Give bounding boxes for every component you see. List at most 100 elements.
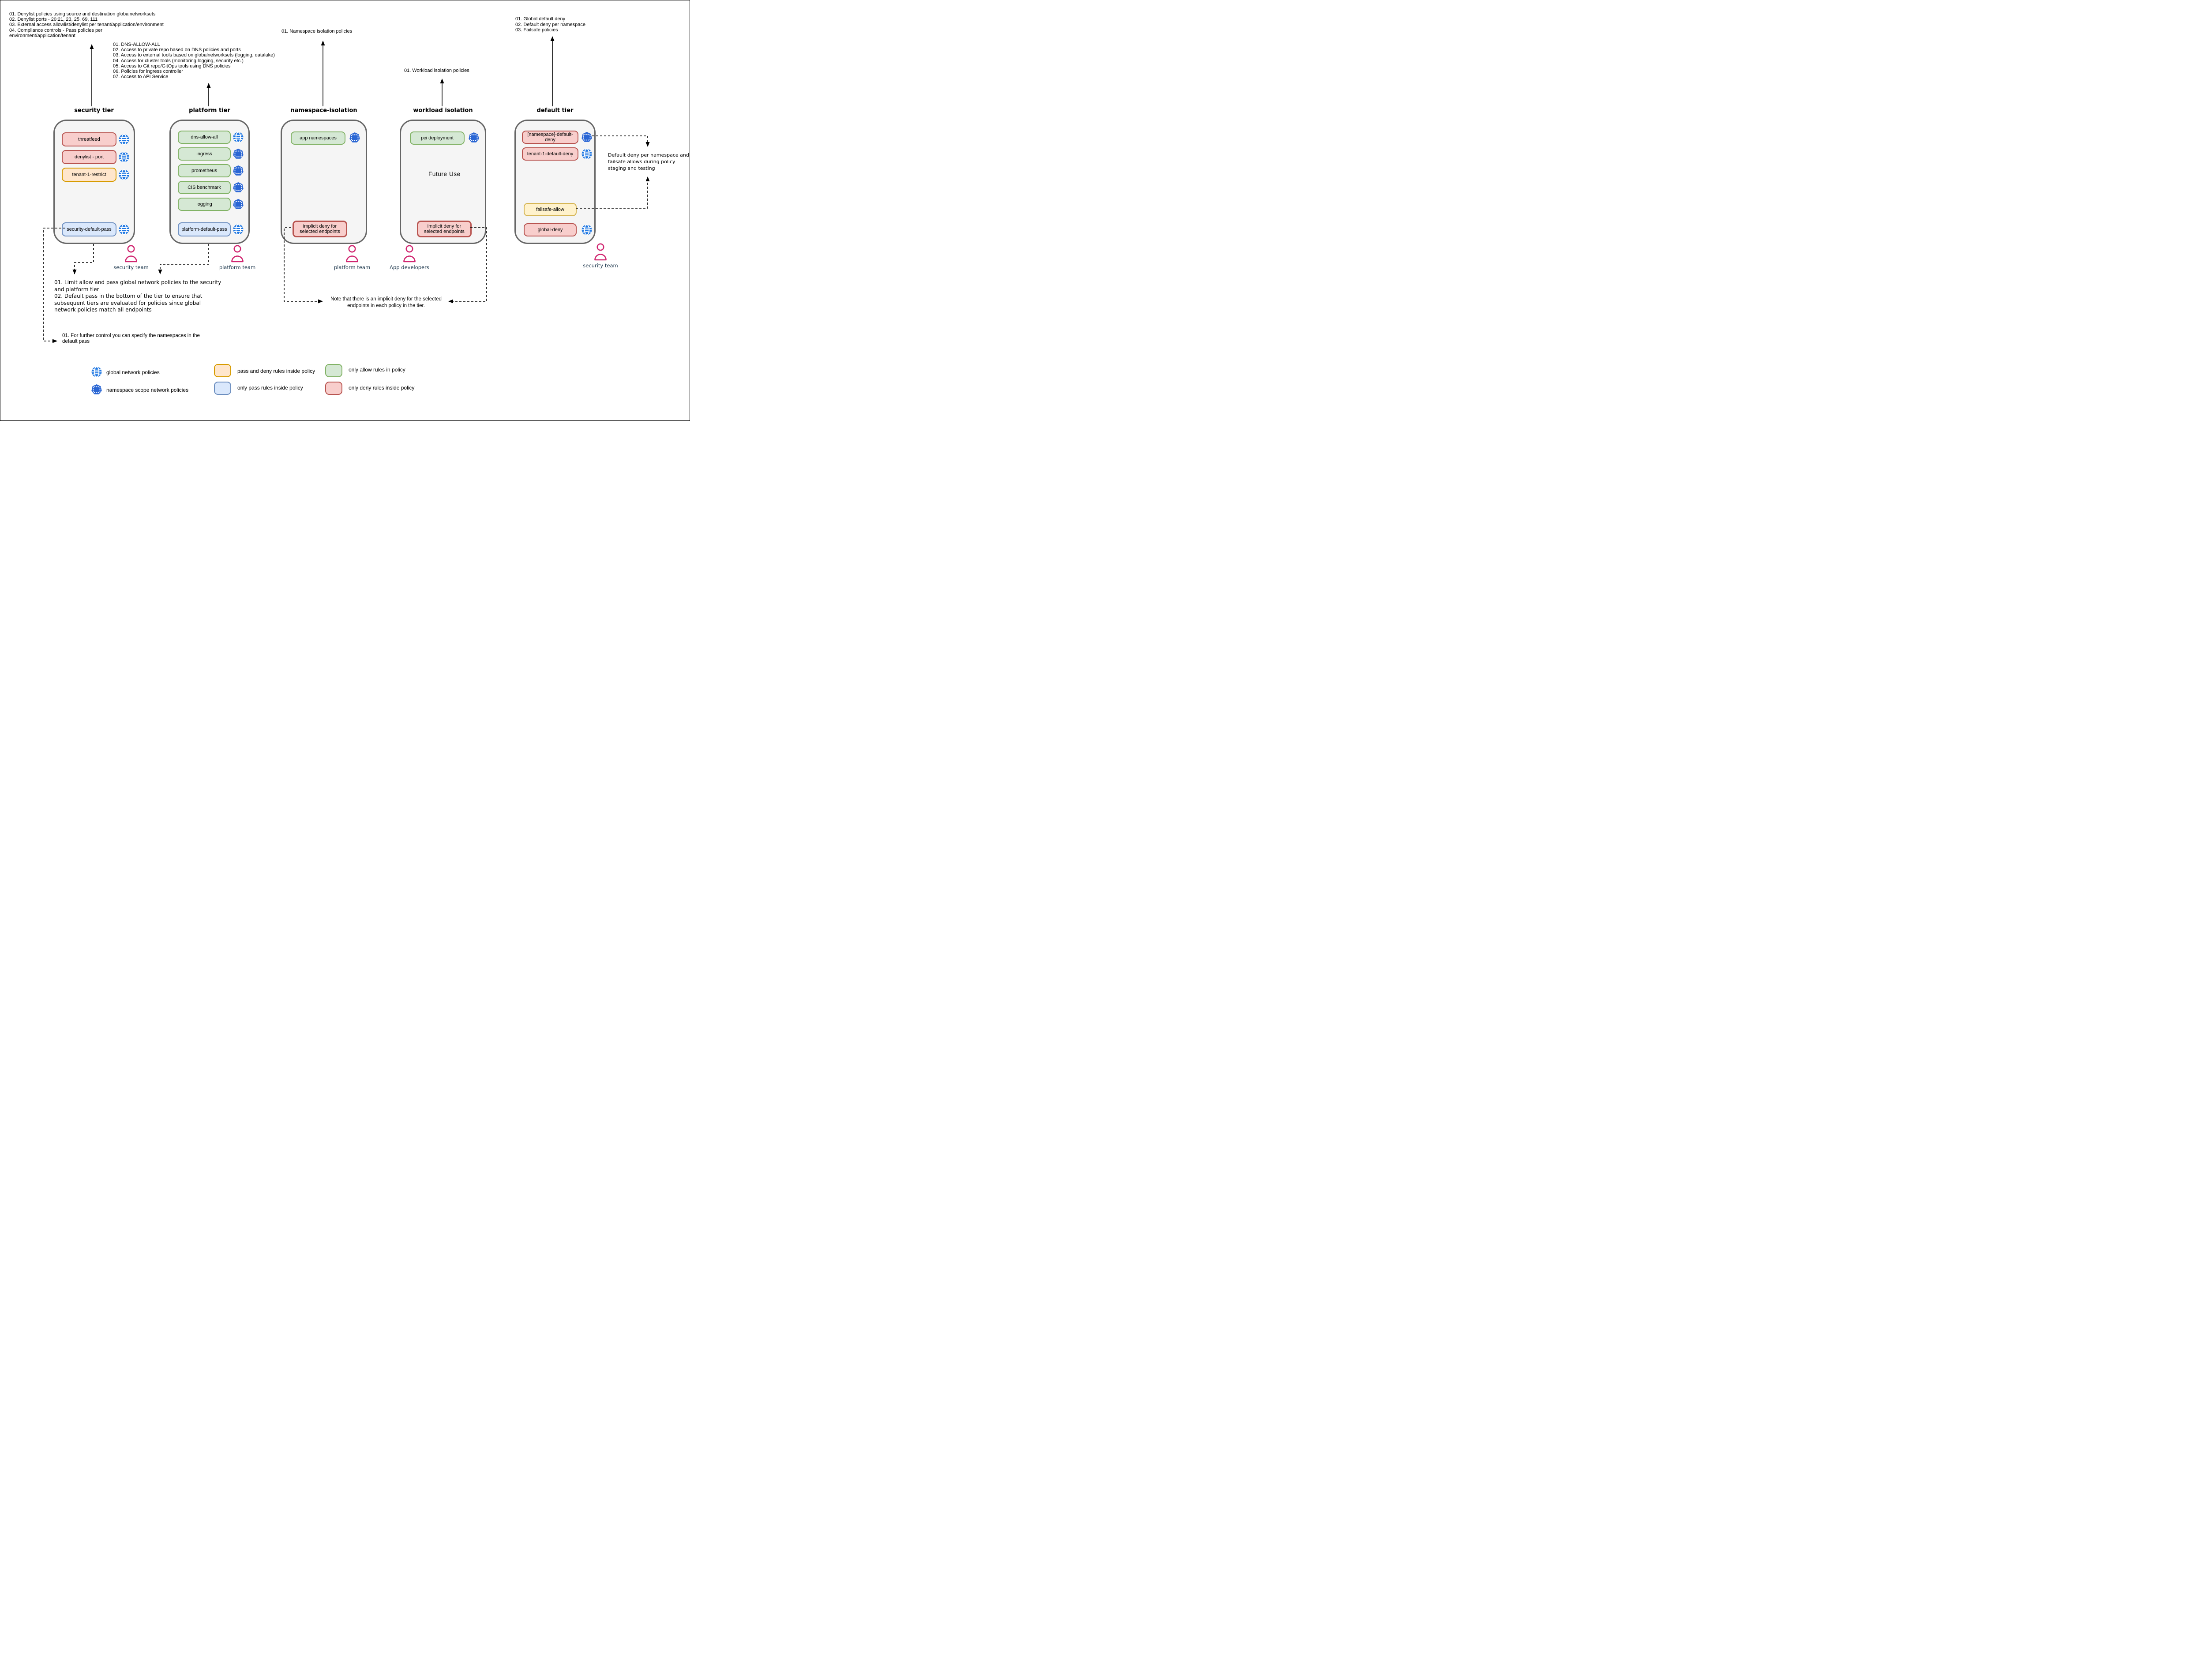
globe-icon <box>119 169 129 180</box>
namespace-scope-icon <box>233 149 244 159</box>
annotation-line: 01. Global default deny <box>515 16 566 22</box>
person-icon <box>125 245 137 262</box>
annotation-line: default pass <box>62 339 90 344</box>
policy-security-default-pass: security-default-pass <box>62 222 116 236</box>
annotation-line: 02. Default deny per namespace <box>515 22 585 27</box>
annotation-line: 04. Access for cluster tools (monitoring… <box>113 58 244 64</box>
globe-icon <box>119 224 129 235</box>
globe-icon <box>233 131 244 143</box>
policy-prometheus: prometheus <box>178 164 231 177</box>
platform-tier-annotation: 01. DNS-ALLOW-ALL 02. Access to private … <box>113 42 275 79</box>
tier-pass-annotation: 01. Limit allow and pass global network … <box>54 279 221 314</box>
policy-failsafe-allow: failsafe-allow <box>524 203 577 216</box>
legend-only-deny: only deny rules inside policy <box>349 385 415 391</box>
further-control-annotation: 01. For further control you can specify … <box>62 333 200 345</box>
namespace-isolation-annotation: 01. Namespace isolation policies <box>281 29 353 34</box>
person-icon <box>594 243 607 261</box>
tiered-network-policy-diagram: 01. Denylist policies using source and d… <box>0 0 690 421</box>
namespace-scope-icon <box>91 384 102 394</box>
tier-title-namespace-isolation: namespace-isolation <box>290 107 357 114</box>
globe-icon <box>582 148 592 160</box>
security-tier-annotation: 01. Denylist policies using source and d… <box>9 11 164 38</box>
workload-isolation-annotation: 01. Workload isolation policies <box>404 68 469 73</box>
legend-pass-and-deny: pass and deny rules inside policy <box>237 368 315 374</box>
annotation-line: 01. Denylist policies using source and d… <box>9 11 156 17</box>
policy-global-deny: global-deny <box>524 223 577 236</box>
policy-dns-allow-all: dns-allow-all <box>178 131 231 144</box>
tier-title-workload-isolation: workload isolation <box>413 107 473 114</box>
annotation-line: network policies match all endpoints <box>54 307 152 313</box>
legend-swatch-only-pass <box>214 382 231 395</box>
policy-logging: logging <box>178 198 231 211</box>
legend-global-network-policies: global network policies <box>106 369 160 375</box>
dashed-connector-namespace-default-deny-to-staging-note <box>592 135 650 147</box>
annotation-line: endpoints in each policy in the tier. <box>347 303 425 308</box>
policy-namespace-default-deny: [namespace]-default-deny <box>522 131 578 144</box>
workload-isolation-tier-container: pci deployment Future Use implicit deny … <box>400 120 486 244</box>
annotation-line: 07. Access to API Service <box>113 74 169 80</box>
annotation-line: subsequent tiers are evaluated for polic… <box>54 300 201 306</box>
legend-only-pass: only pass rules inside policy <box>237 385 303 391</box>
team-label-platform-left: platform team <box>219 264 256 270</box>
team-label-platform-mid: platform team <box>334 264 371 270</box>
globe-icon <box>233 224 244 235</box>
annotation-line: 06. Policies for ingress controller <box>113 69 183 75</box>
legend-swatch-pass-and-deny <box>214 364 231 377</box>
annotation-line: 01. DNS-ALLOW-ALL <box>113 42 160 47</box>
staging-annotation: Default deny per namespace and failsafe … <box>608 152 689 172</box>
future-use-label: Future Use <box>428 171 461 177</box>
annotation-line: 03. Failsafe policies <box>515 27 558 33</box>
tier-title-default: default tier <box>536 107 574 114</box>
namespace-isolation-tier-container: app namespaces implicit deny for selecte… <box>281 120 367 244</box>
namespace-scope-icon <box>469 132 479 142</box>
policy-platform-default-pass: platform-default-pass <box>178 222 231 236</box>
team-label-security-right: security team <box>583 262 618 269</box>
policy-pci-deployment: pci deployment <box>410 131 465 145</box>
annotation-line: 03. Access to external tools based on gl… <box>113 52 275 58</box>
namespace-scope-icon <box>582 132 592 142</box>
policy-implicit-deny-workload: implicit deny for selected endpoints <box>417 221 472 237</box>
legend-swatch-only-allow <box>325 364 342 377</box>
annotation-line: 01. For further control you can specify … <box>62 333 200 338</box>
namespace-scope-icon <box>233 165 244 176</box>
policy-tenant-1-default-deny: tenant-1-default-deny <box>522 147 578 161</box>
dashed-connector-platform-tier-to-note <box>158 244 209 274</box>
annotation-line: and platform tier <box>54 286 99 292</box>
annotation-line: 03. External access allowlist/denylist p… <box>9 22 164 28</box>
policy-ingress: ingress <box>178 147 231 161</box>
annotation-line: 02. Default pass in the bottom of the ti… <box>54 293 203 299</box>
security-tier-container: threatfeed denylist - port tenant-1-rest… <box>53 120 135 244</box>
annotation-line: 05. Access to Git repo/GitOps tools usin… <box>113 63 231 69</box>
annotation-line: failsafe allows during policy <box>608 159 675 165</box>
annotation-line: Note that there is an implicit deny for … <box>330 296 442 302</box>
annotation-line: 02. Access to private repo based on DNS … <box>113 47 241 53</box>
policy-cis-benchmark: CIS benchmark <box>178 181 231 194</box>
team-label-app-developers: App developers <box>390 264 429 270</box>
person-icon <box>231 245 244 262</box>
namespace-scope-icon <box>349 132 360 142</box>
legend-only-allow: only allow rules in policy <box>349 367 405 373</box>
annotation-line: Default deny per namespace and <box>608 152 689 158</box>
legend-swatch-only-deny <box>325 382 342 395</box>
implicit-deny-annotation: Note that there is an implicit deny for … <box>327 296 445 309</box>
dashed-connector-security-tier-to-note <box>72 244 94 274</box>
policy-app-namespaces: app namespaces <box>291 131 345 145</box>
default-tier-container: [namespace]-default-deny tenant-1-defaul… <box>514 120 596 244</box>
globe-icon <box>119 151 129 163</box>
globe-icon <box>91 366 102 378</box>
policy-threatfeed: threatfeed <box>62 132 116 146</box>
globe-icon <box>119 134 129 145</box>
tier-title-security: security tier <box>74 107 114 114</box>
policy-implicit-deny-namespace: implicit deny for selected endpoints <box>293 221 347 237</box>
annotation-line: 02. Denylist ports - 20:21, 23, 25, 69, … <box>9 17 98 22</box>
namespace-scope-icon <box>233 199 244 209</box>
tier-title-platform: platform tier <box>189 107 230 114</box>
person-icon <box>403 245 416 262</box>
default-tier-annotation: 01. Global default deny 02. Default deny… <box>515 16 585 33</box>
globe-icon <box>582 224 592 236</box>
annotation-line: staging and testing <box>608 165 655 171</box>
platform-tier-container: dns-allow-all ingress prometheus CIS ben… <box>169 120 250 244</box>
annotation-line: 01. Limit allow and pass global network … <box>54 279 221 285</box>
person-icon <box>346 245 358 262</box>
policy-denylist-port: denylist - port <box>62 150 116 164</box>
